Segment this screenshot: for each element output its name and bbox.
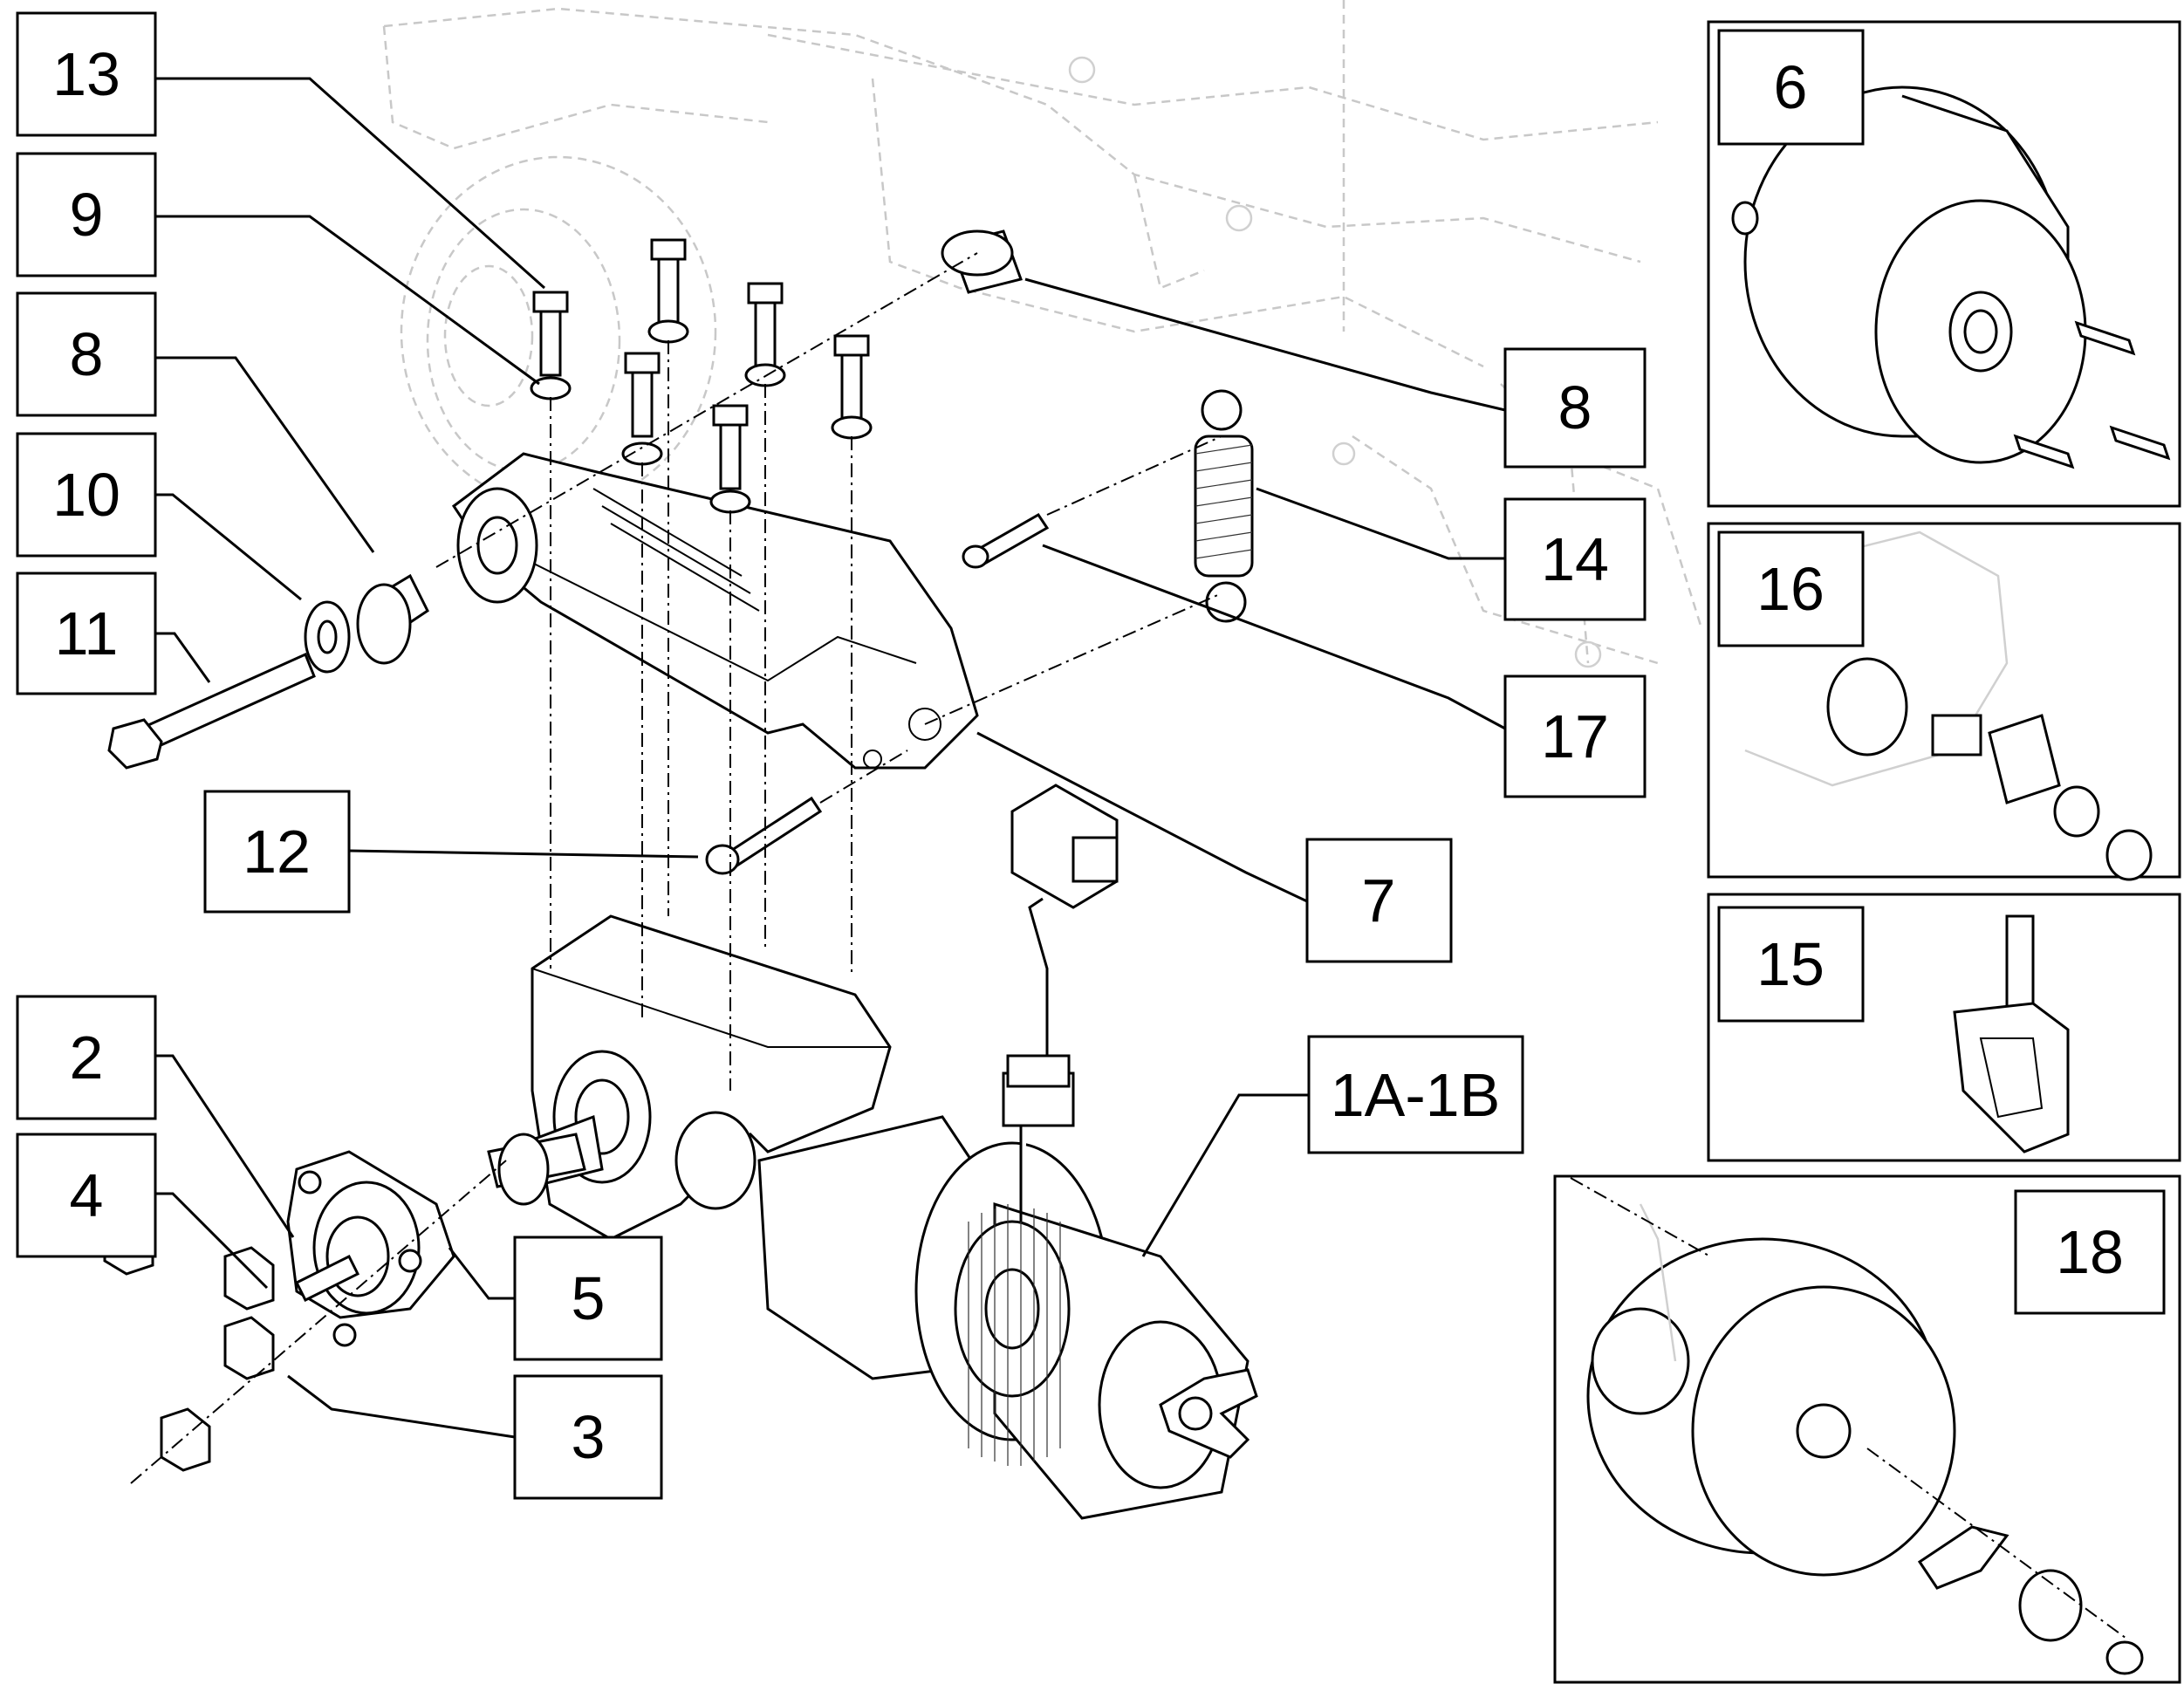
shock-screw: [962, 513, 1050, 569]
leader-lines: [155, 77, 1506, 1439]
callout-18: 18: [2014, 1189, 2166, 1315]
mount-bolts: [530, 238, 873, 514]
shock-absorber: [1194, 389, 1254, 623]
callout-4-label: 4: [70, 1161, 104, 1229]
callout-9: 9: [16, 152, 157, 277]
pivot-bolt-assembly: [107, 573, 429, 770]
hub-plate: [103, 1150, 455, 1472]
callout-10: 10: [16, 432, 157, 558]
callout-15-label: 15: [1756, 930, 1825, 998]
inset-6: [1707, 20, 2181, 508]
callout-6: 6: [1717, 29, 1865, 146]
callout-14: 14: [1503, 497, 1647, 621]
callout-3: 3: [513, 1374, 663, 1500]
arm-screw: [705, 796, 823, 875]
swing-arm: [451, 452, 979, 770]
callout-10-label: 10: [52, 461, 120, 529]
callout-13-label: 13: [52, 40, 120, 108]
upper-bushing: [941, 229, 1023, 294]
callout-7: 7: [1305, 838, 1453, 963]
callout-5-label: 5: [572, 1264, 606, 1332]
callout-2: 2: [16, 995, 157, 1120]
callout-3-label: 3: [572, 1403, 606, 1471]
callout-14-label: 14: [1541, 525, 1609, 593]
callout-8-right-label: 8: [1558, 373, 1592, 442]
callout-1a-1b: 1A-1B: [1307, 1035, 1524, 1154]
callout-13: 13: [16, 11, 157, 137]
callout-11: 11: [16, 572, 157, 695]
callout-17: 17: [1503, 674, 1647, 798]
callout-8-left: 8: [16, 291, 157, 417]
ghost-chassis: [382, 0, 1703, 668]
callout-5: 5: [513, 1236, 663, 1361]
callout-11-label: 11: [55, 599, 119, 667]
callout-8-left-label: 8: [70, 320, 104, 388]
callout-17-label: 17: [1541, 702, 1609, 770]
callout-2-label: 2: [70, 1023, 104, 1092]
axle: [487, 1133, 586, 1206]
callout-9-label: 9: [70, 181, 104, 249]
callout-16: 16: [1717, 531, 1865, 647]
callout-16-label: 16: [1756, 555, 1825, 623]
callout-1a-1b-label: 1A-1B: [1331, 1061, 1501, 1129]
callout-12-label: 12: [243, 818, 311, 886]
callout-7-label: 7: [1362, 866, 1396, 934]
callout-6-label: 6: [1774, 53, 1808, 121]
callout-4: 4: [16, 1133, 157, 1258]
callout-15: 15: [1717, 906, 1865, 1023]
callout-18-label: 18: [2056, 1218, 2124, 1286]
callout-8-right: 8: [1503, 347, 1647, 469]
callout-12: 12: [203, 790, 351, 914]
assembly-lines: [130, 252, 1222, 1484]
